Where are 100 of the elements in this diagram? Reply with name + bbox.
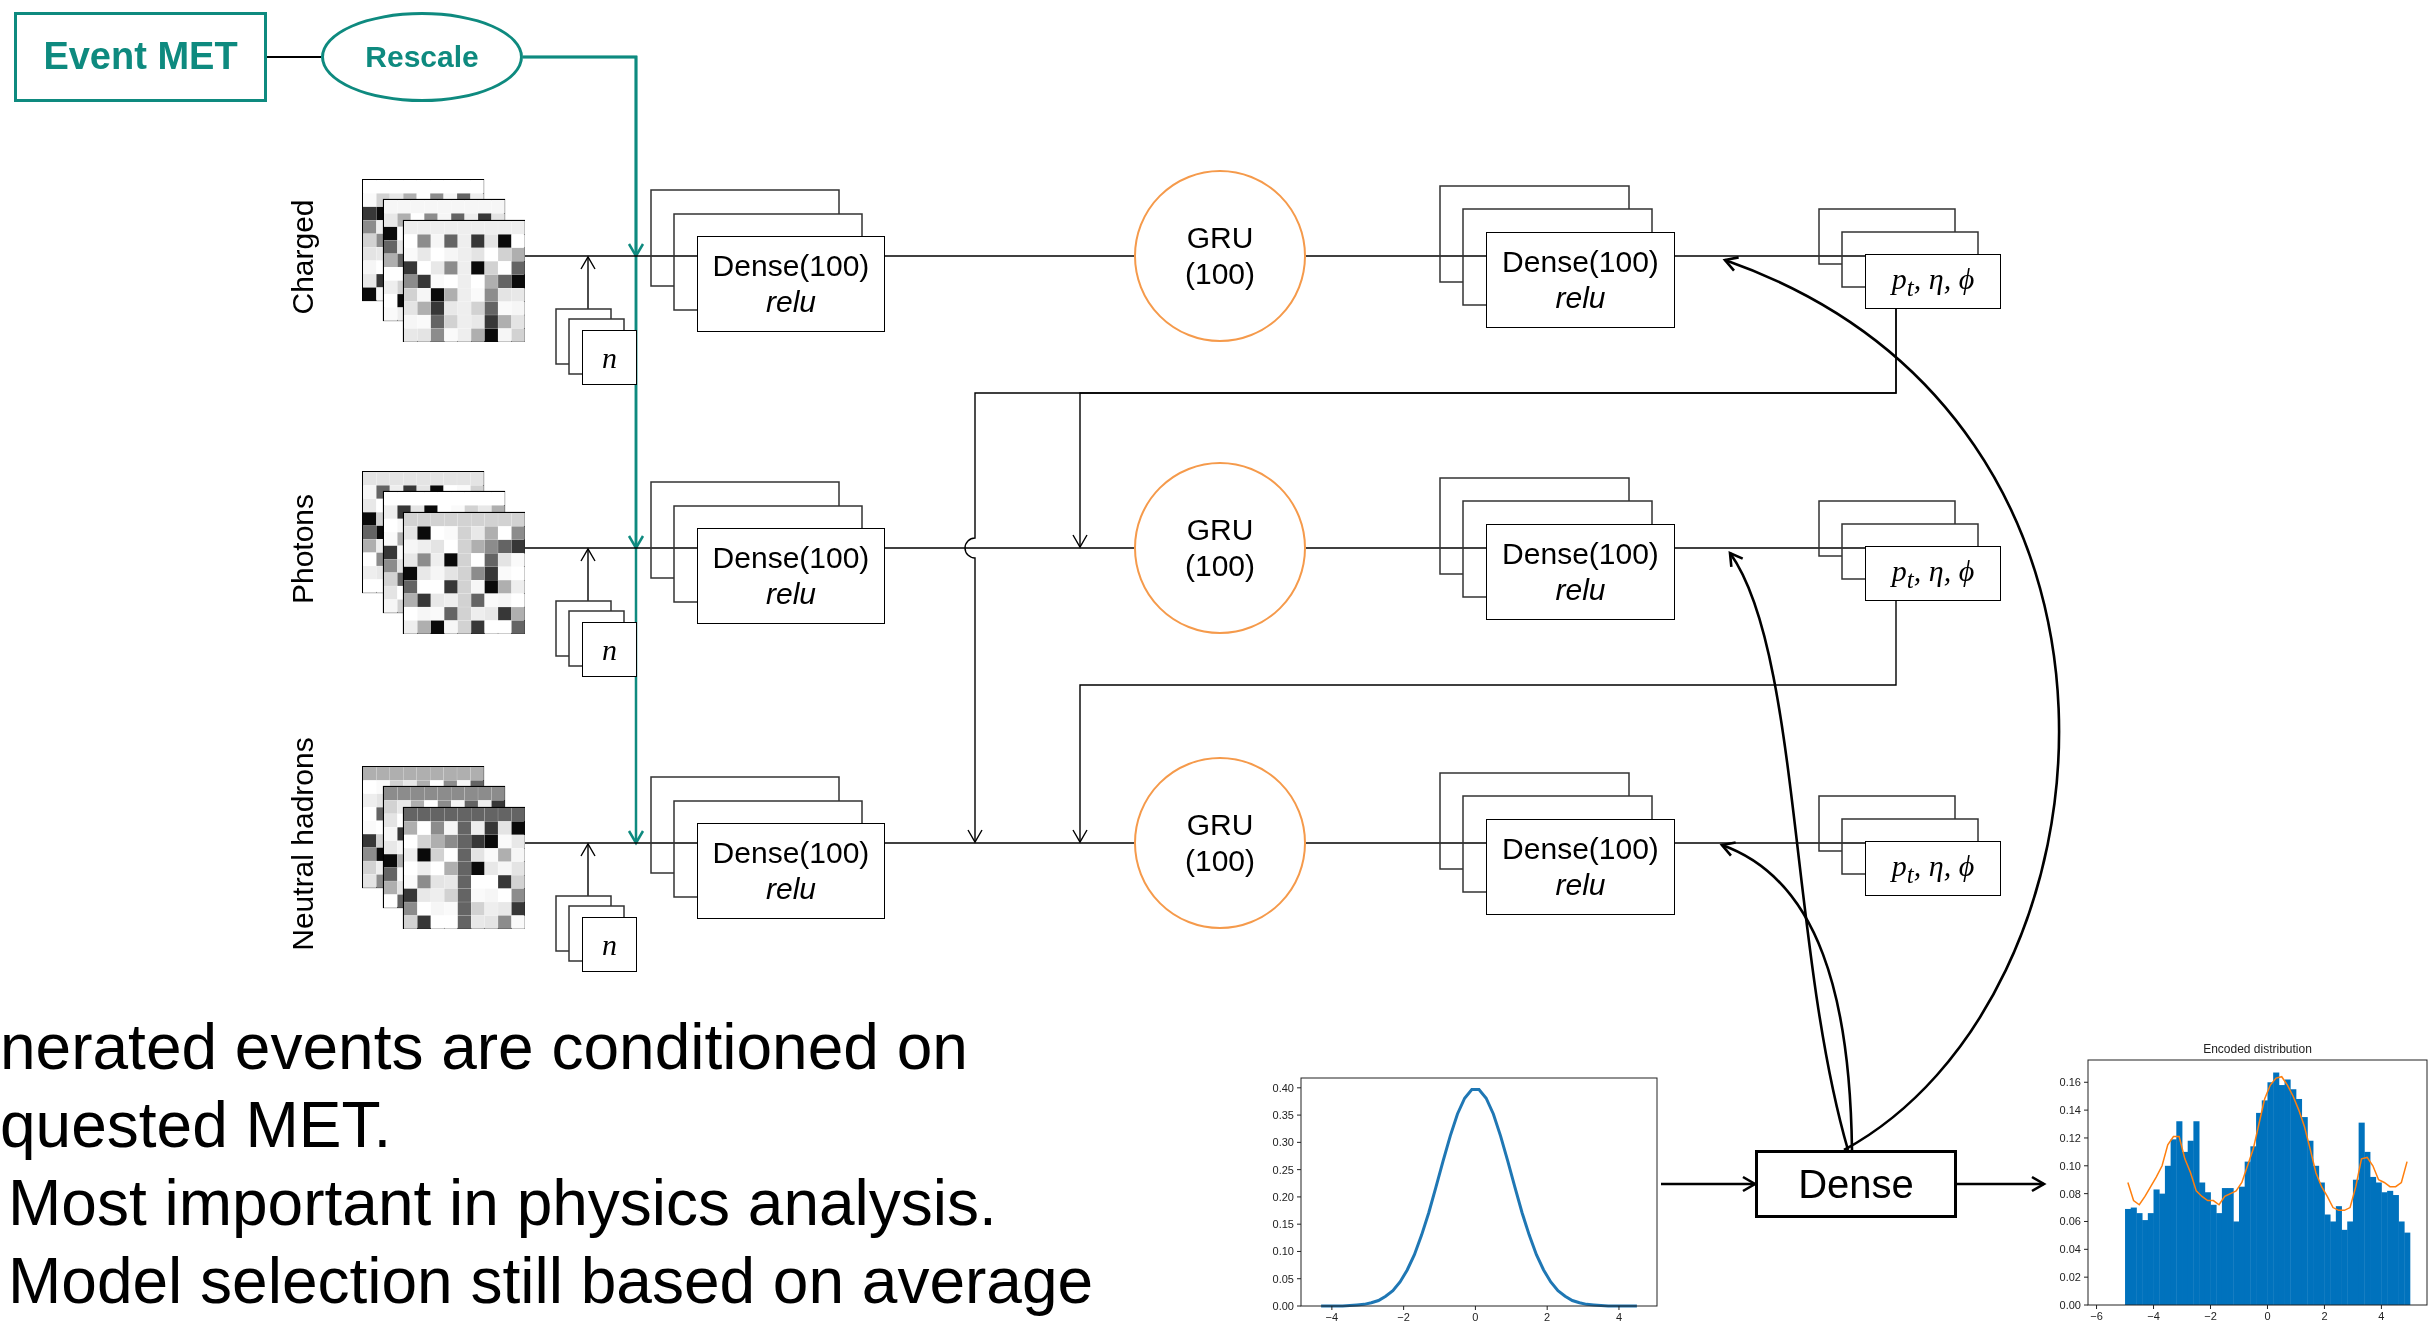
row-label: Neutral hadrons bbox=[286, 736, 320, 951]
arrow bbox=[580, 843, 596, 897]
tick-label: 0.02 bbox=[2059, 1271, 2081, 1284]
node-label: Dense bbox=[1798, 1161, 1914, 1208]
tick-label: 0.10 bbox=[2059, 1159, 2081, 1172]
node-label: n bbox=[602, 339, 617, 376]
arrow bbox=[580, 256, 596, 310]
node-label: Dense(100) bbox=[712, 248, 870, 284]
node-label: GRU (100) bbox=[1183, 512, 1256, 584]
node-label: p$_{t}$, η, ϕ bbox=[1891, 552, 1975, 595]
output-box bbox=[1865, 546, 2001, 601]
tick-label: 4 bbox=[1615, 1311, 1622, 1323]
tick-label: 0.20 bbox=[1272, 1190, 1294, 1203]
pixel-image-stack-drawing bbox=[362, 766, 525, 929]
tick-label: 0.15 bbox=[1272, 1218, 1294, 1231]
connector-line bbox=[1305, 547, 1487, 549]
tick-label: 0 bbox=[1472, 1311, 1479, 1323]
tick-label: 0.35 bbox=[1272, 1109, 1294, 1122]
node-label: n bbox=[602, 926, 617, 963]
arrow bbox=[1728, 551, 1850, 1151]
tick-label: 0.25 bbox=[1272, 1163, 1294, 1176]
note-text: nerated events are conditioned on bbox=[0, 1012, 968, 1083]
connector-line bbox=[1674, 255, 1866, 257]
activation-label: relu bbox=[1555, 572, 1606, 608]
tick-label: 4 bbox=[2378, 1310, 2385, 1322]
tick-label: 0 bbox=[2264, 1310, 2271, 1322]
layer-box bbox=[697, 823, 885, 919]
tick-label: 0.06 bbox=[2059, 1215, 2081, 1228]
connector-line bbox=[884, 547, 1135, 549]
tick-label: −4 bbox=[1325, 1311, 1339, 1323]
tick-label: 0.00 bbox=[2059, 1299, 2081, 1311]
node-label: Dense(100) bbox=[712, 835, 870, 871]
tick-label: 0.30 bbox=[1272, 1136, 1294, 1149]
arrow bbox=[1661, 1175, 1757, 1193]
layer-box bbox=[1486, 819, 1675, 915]
tick-label: 0.10 bbox=[1272, 1245, 1294, 1258]
tick-label: 0.05 bbox=[1272, 1272, 1294, 1285]
arrow bbox=[580, 548, 596, 602]
note-text: quested MET. bbox=[0, 1090, 392, 1161]
tick-label: −4 bbox=[2147, 1310, 2160, 1322]
node-label: Rescale bbox=[365, 39, 479, 75]
node-label: GRU (100) bbox=[1183, 807, 1256, 879]
activation-label: relu bbox=[766, 871, 816, 907]
activation-label: relu bbox=[766, 576, 816, 612]
connector-line bbox=[1674, 547, 1866, 549]
connector-line bbox=[266, 56, 322, 58]
chart-title: Encoded distribution bbox=[2203, 1042, 2312, 1056]
arrow bbox=[964, 308, 1897, 843]
tick-label: 0.16 bbox=[2059, 1076, 2081, 1089]
connector-line bbox=[1305, 255, 1487, 257]
layer-box bbox=[697, 236, 885, 332]
input-box bbox=[582, 330, 637, 385]
pixel-image-stack-drawing bbox=[362, 471, 525, 634]
tick-label: 0.12 bbox=[2059, 1131, 2081, 1144]
activation-label: relu bbox=[766, 284, 816, 320]
row-label: Photons bbox=[286, 493, 320, 604]
node-label: p$_{t}$, η, ϕ bbox=[1891, 847, 1975, 890]
node-label: n bbox=[602, 631, 617, 668]
arrow bbox=[1072, 600, 1897, 843]
tick-label: −2 bbox=[2204, 1310, 2217, 1322]
tick-label: 0.40 bbox=[1272, 1081, 1294, 1094]
node-label: Dense(100) bbox=[712, 540, 870, 576]
tick-label: 2 bbox=[2321, 1310, 2328, 1322]
layer-box bbox=[1486, 524, 1675, 620]
connector-line bbox=[524, 842, 698, 844]
connector-line bbox=[524, 547, 698, 549]
node-label: GRU (100) bbox=[1183, 220, 1256, 292]
node-label: Dense(100) bbox=[1502, 536, 1659, 572]
input-box bbox=[582, 917, 637, 972]
layer-box bbox=[1486, 232, 1675, 328]
node-label: Dense(100) bbox=[1502, 244, 1659, 280]
tick-label: 0.04 bbox=[2059, 1243, 2081, 1256]
note-text: Most important in physics analysis. bbox=[8, 1168, 997, 1239]
tick-label: 0.14 bbox=[2059, 1104, 2081, 1117]
node-label: p$_{t}$, η, ϕ bbox=[1891, 260, 1975, 303]
tick-label: 0.08 bbox=[2059, 1187, 2081, 1200]
arrow bbox=[1957, 1175, 2046, 1193]
connector-line bbox=[884, 842, 1135, 844]
arrow bbox=[1720, 842, 1854, 1151]
layer-box bbox=[697, 528, 885, 624]
note-text: Model selection still based on average bbox=[8, 1246, 1094, 1317]
connector-line bbox=[884, 255, 1135, 257]
tick-label: 0.00 bbox=[1272, 1300, 1294, 1312]
tick-label: −2 bbox=[1397, 1311, 1410, 1323]
input-box bbox=[582, 622, 637, 677]
connector-line bbox=[524, 255, 698, 257]
activation-label: relu bbox=[1555, 867, 1606, 903]
row-label: Charged bbox=[286, 198, 320, 315]
node-label: Event MET bbox=[43, 34, 238, 80]
activation-label: relu bbox=[1555, 280, 1606, 316]
node-label: Dense(100) bbox=[1502, 831, 1659, 867]
arrow bbox=[1723, 257, 2060, 1152]
output-box bbox=[1865, 254, 2001, 309]
layer-box bbox=[1755, 1150, 1957, 1218]
pixel-image-stack-drawing bbox=[362, 179, 525, 342]
tick-label: 2 bbox=[1544, 1311, 1551, 1323]
connector-line bbox=[1674, 842, 1866, 844]
input-box bbox=[14, 12, 267, 102]
tick-label: −6 bbox=[2090, 1310, 2103, 1322]
output-box bbox=[1865, 841, 2001, 896]
